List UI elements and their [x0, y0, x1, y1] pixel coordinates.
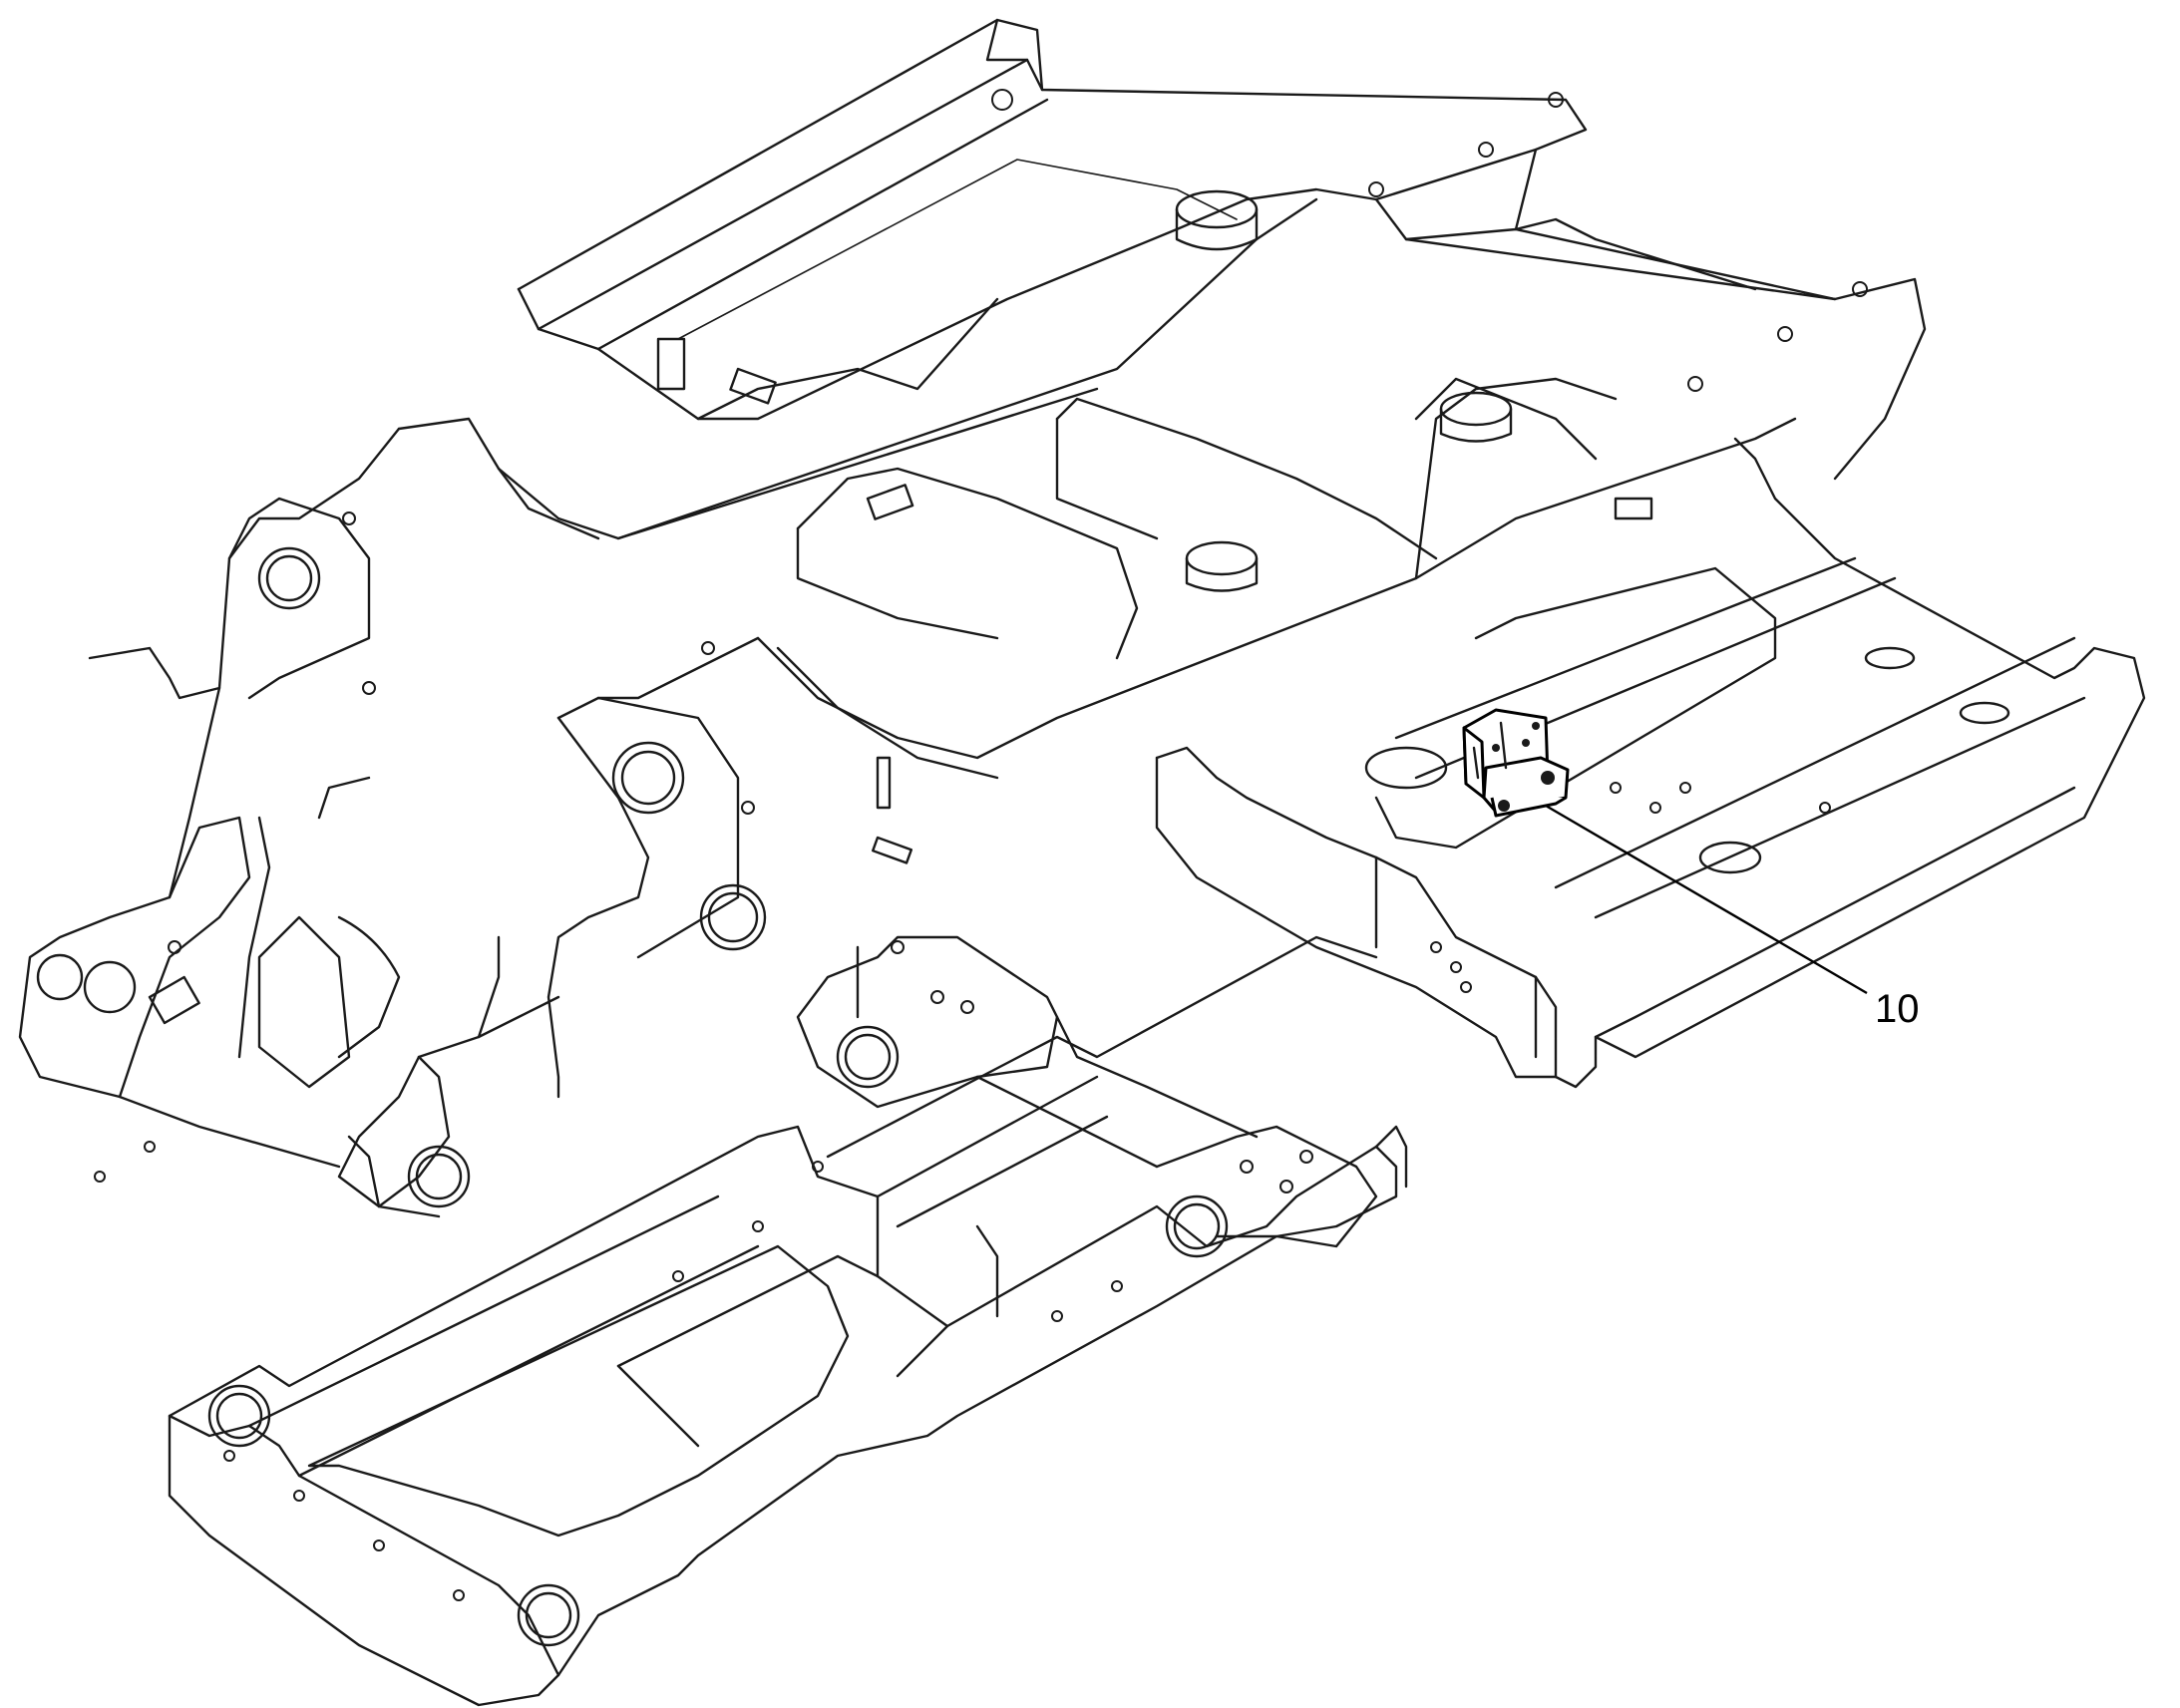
- callout-10-leader-line: [1545, 804, 1868, 995]
- boom-mount-left: [18, 427, 401, 1169]
- diagonal-side-rail: [397, 197, 1797, 780]
- lower-mid-frame: [796, 935, 1408, 1258]
- bolt-holes: [94, 92, 1868, 1601]
- highlighted-part-10[interactable]: [1462, 708, 1570, 818]
- central-body: [656, 337, 1653, 660]
- lower-front-frame: [168, 935, 1398, 1707]
- right-side-rail: [1155, 437, 2146, 1089]
- upper-rear-frame: [517, 18, 1927, 481]
- callout-10-label: 10: [1875, 987, 1920, 1031]
- callout-10: 10: [1545, 804, 1920, 1031]
- boom-mount-right: [337, 636, 913, 1218]
